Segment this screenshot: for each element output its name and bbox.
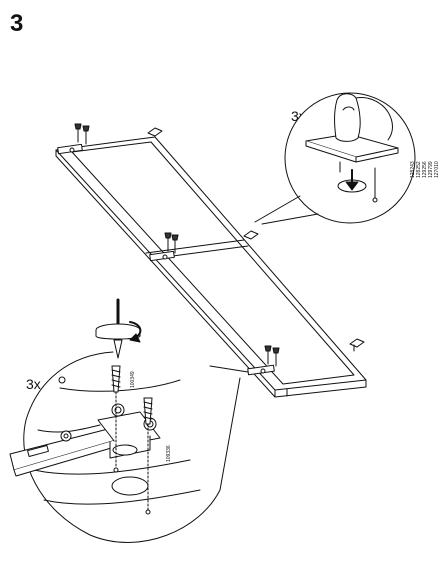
- part-number: 128243: [410, 161, 416, 178]
- top-callout: [254, 92, 416, 225]
- bottom-callout: [9, 298, 249, 543]
- part-number: 127010: [434, 161, 440, 178]
- bottom-callout-quantity: 3x: [26, 376, 41, 392]
- part-number: 109336: [166, 445, 172, 462]
- hinge-top: [57, 123, 90, 155]
- part-number: 129256: [422, 161, 428, 178]
- part-number: 128252: [416, 161, 422, 178]
- corner-markers: [147, 127, 365, 352]
- hinge-middle: [149, 232, 179, 262]
- part-number: 100349: [130, 371, 136, 388]
- step-number: 3: [10, 10, 24, 37]
- part-number: 129799: [428, 161, 434, 178]
- top-part-numbers: 128243 128252 129256 129799 127010: [410, 161, 440, 178]
